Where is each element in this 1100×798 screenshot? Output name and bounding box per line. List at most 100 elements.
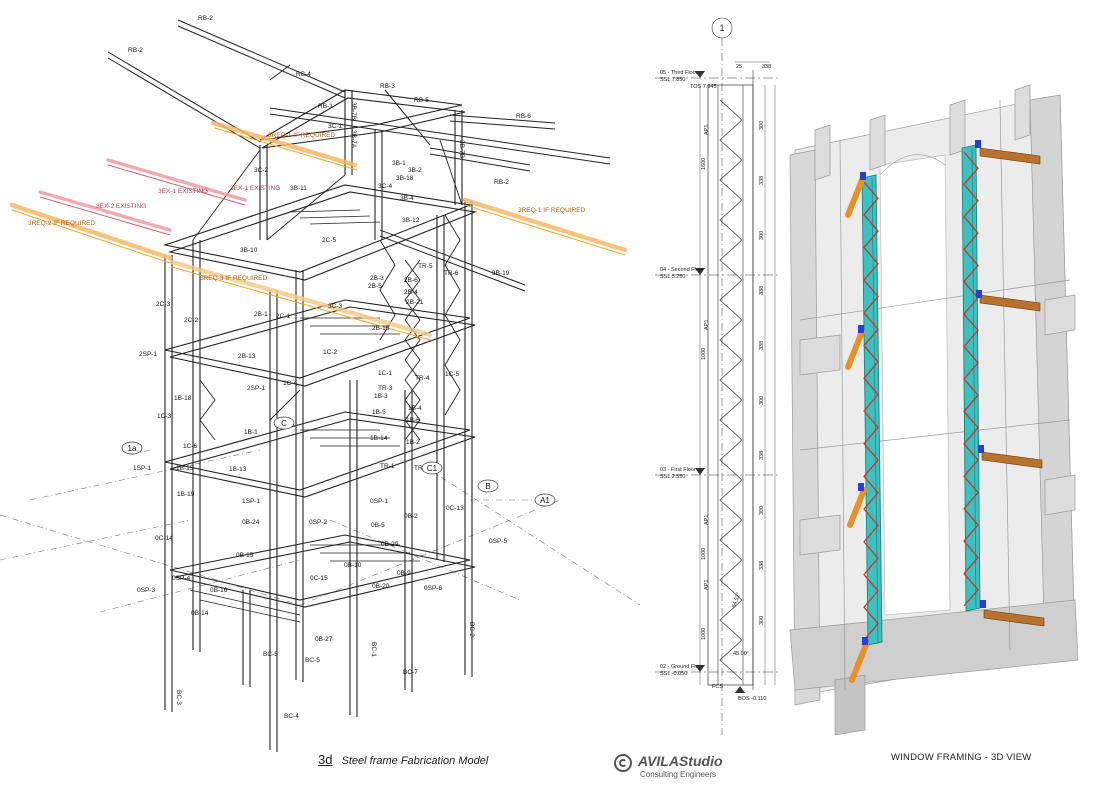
floor-level: SSL 7.850 — [660, 77, 685, 83]
member-tag: 0B-2 — [404, 513, 418, 520]
grid-marker-label: A1 — [540, 496, 550, 505]
fixing-clip — [976, 290, 982, 298]
member-tag: 3B-7A — [350, 130, 357, 149]
member-tag: 1C-4 — [283, 380, 297, 387]
diagonal-strut — [847, 487, 867, 528]
member-labels: RB-2RB-2RB-4RB-3RB-1RB-5RB-6RB-23B-7B3B-… — [28, 15, 585, 720]
grid-marker-label: C — [281, 419, 287, 428]
member-tag: 1B-14 — [370, 435, 388, 442]
floor-name: 04 - Second Floor — [660, 267, 704, 273]
member-tag: 2SP-1 — [139, 351, 157, 358]
existing-beams — [38, 158, 247, 236]
section-lattice — [719, 99, 743, 681]
member-tag: 3B-19 — [492, 270, 510, 277]
member-tag: 1SP-1 — [133, 465, 151, 472]
caption-title: Steel frame Fabrication Model — [341, 755, 489, 767]
diagonal-strut — [845, 177, 865, 218]
floor-level: SSL -0.050 — [660, 671, 687, 677]
frame-columns — [164, 200, 473, 752]
member-tag: BC-1 — [370, 642, 377, 657]
member-tag: RB-1 — [318, 103, 333, 110]
member-tag: 3REQ-1 IF REQUIRED — [268, 132, 335, 139]
member-tag: 1B-2 — [406, 439, 420, 446]
support-bracket — [983, 609, 1045, 627]
right-dim: 300 — [759, 231, 765, 240]
member-tag: 1SP-1 — [242, 498, 260, 505]
logo-mark-icon — [614, 754, 632, 772]
grid-marker-bubble — [273, 416, 295, 430]
window-brackets — [845, 140, 1045, 683]
model-caption: 3d Steel frame Fabrication Model — [318, 752, 488, 767]
member-tag: 0B-29 — [381, 541, 399, 548]
member-tag: 0B-15 — [236, 552, 254, 559]
member-tag: 3B-7B — [458, 140, 465, 158]
grid-marker-bubble — [421, 461, 443, 475]
member-tag: RB-4 — [296, 71, 311, 78]
member-tag: 0C-15 — [310, 575, 328, 582]
member-tag: 1B-1 — [244, 429, 258, 436]
member-tag: 3B-2 — [408, 167, 422, 174]
member-tag: 0B-10 — [344, 562, 362, 569]
member-tag: 1C-1 — [378, 370, 392, 377]
floor-name: 05 - Third Floor — [660, 70, 698, 76]
steel-frame-model — [107, 19, 611, 752]
brace-zigzag — [963, 151, 979, 607]
member-tag: 3REQ-3 IF REQUIRED — [200, 275, 267, 282]
member-tag: 3B-7B — [350, 102, 357, 120]
right-dim: 338 — [759, 176, 765, 185]
right-dim: 338 — [759, 561, 765, 570]
member-tag: 1B-19 — [177, 491, 195, 498]
bay-dim: 1000 — [701, 628, 707, 640]
window-framing-view — [789, 84, 1079, 736]
member-tag: 3C-4 — [378, 183, 392, 190]
support-bracket — [979, 294, 1041, 312]
member-tag: 0SP-3 — [137, 587, 155, 594]
right-dim: 338 — [759, 286, 765, 295]
window-lattice-bracing — [863, 151, 979, 641]
member-tag: 0B-14 — [191, 610, 209, 617]
brace-tag: AP1 — [704, 580, 710, 590]
member-tag: 1B-15 — [176, 465, 194, 472]
member-tag: 1C-5 — [445, 371, 459, 378]
member-tag: 0B-9 — [397, 570, 411, 577]
bottom-of-steel: BOS -0.110 — [738, 696, 766, 702]
window-view-caption: WINDOW FRAMING - 3D VIEW — [891, 752, 1032, 763]
section-dim: 25 — [736, 64, 742, 70]
brace-tag: AP1 — [704, 125, 710, 135]
member-tag: 2B-15 — [372, 325, 390, 332]
member-tag: 1B-18 — [174, 395, 192, 402]
diagonal-strut — [849, 642, 869, 683]
member-tag: 3B-1 — [392, 160, 406, 167]
member-tag: 3EX-1 EXISTING — [230, 185, 280, 192]
member-tag: 2C-3 — [156, 301, 170, 308]
floor-name: 02 - Ground Floor — [660, 664, 704, 670]
member-tag: 1C-6 — [183, 443, 197, 450]
member-tag: 1B-6 — [406, 417, 420, 424]
fixing-clip — [980, 600, 986, 608]
member-tag: 3REQ-1 IF REQUIRED — [518, 207, 585, 214]
member-tag: 3EX-2 EXISTING — [96, 203, 146, 210]
floor-level: SSL 5.250 — [660, 274, 685, 280]
member-tag: BC-3 — [175, 690, 182, 705]
bay-dim: 1000 — [701, 348, 707, 360]
member-tag: 0SP-6 — [424, 585, 442, 592]
member-tag: 0B-5 — [371, 522, 385, 529]
right-dim: 338 — [759, 451, 765, 460]
member-tag: RB-2 — [494, 179, 509, 186]
member-tag: 1C-3 — [157, 413, 171, 420]
member-tag: BC-7 — [403, 669, 418, 676]
member-tag: 3B-4 — [400, 195, 414, 202]
member-tag: 2B-4 — [404, 289, 418, 296]
member-tag: 0B-20 — [372, 583, 390, 590]
member-tag: 1B-5 — [372, 409, 386, 416]
section-elevation — [655, 17, 780, 735]
grid-lines — [0, 449, 641, 613]
fixing-clip — [975, 140, 981, 148]
member-tag: TR-1 — [380, 463, 395, 470]
member-tag: 2B-6 — [404, 277, 418, 284]
grid-marker-label: 1a — [128, 444, 137, 453]
grid-marker-label: B — [485, 482, 490, 491]
member-tag: RB-5 — [414, 97, 429, 104]
